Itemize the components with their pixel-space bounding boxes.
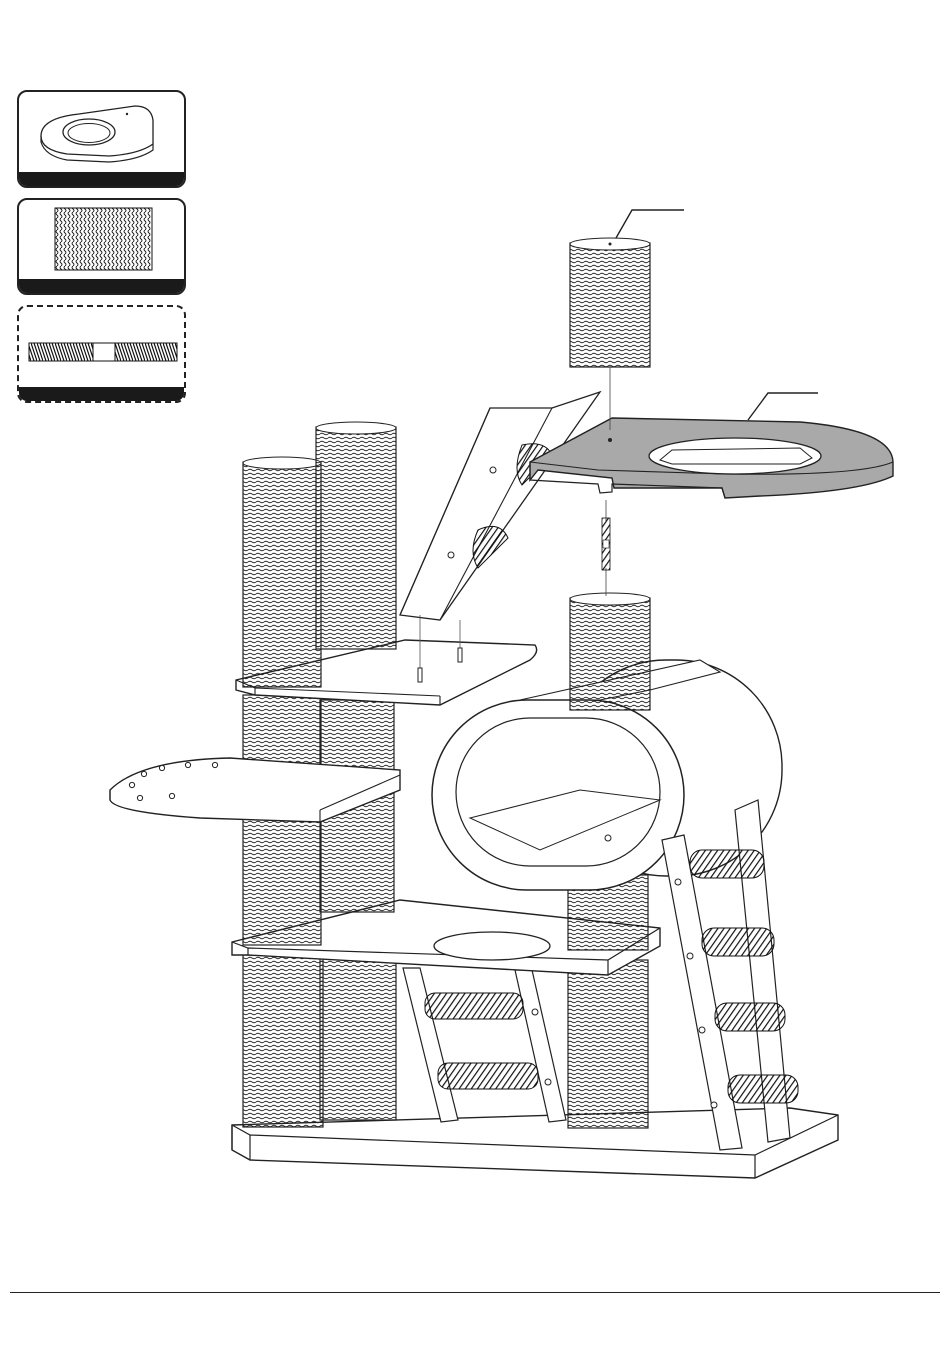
callout-leader-post xyxy=(616,210,684,238)
right-ladder xyxy=(662,800,798,1150)
connector-bolt xyxy=(602,500,610,596)
post-bottom-right xyxy=(568,960,648,1128)
callout-leader-platform xyxy=(748,393,818,420)
footer-rule xyxy=(10,1292,940,1293)
post-bottom-middle xyxy=(320,955,396,1120)
post-top-back xyxy=(316,422,396,649)
new-platform-highlighted xyxy=(530,418,893,498)
post-on-tunnel xyxy=(570,593,650,710)
lower-ladder xyxy=(403,968,566,1122)
post-top-left xyxy=(243,457,321,687)
post-bottom-left xyxy=(243,955,323,1127)
